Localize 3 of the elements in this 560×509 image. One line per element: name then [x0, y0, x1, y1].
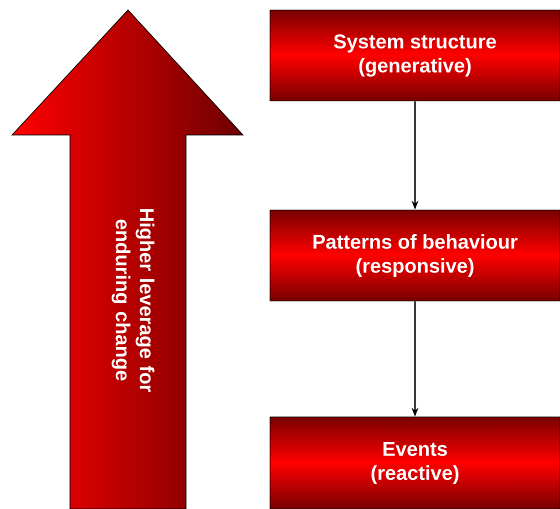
process-box: Patterns of behaviour (responsive) — [270, 210, 560, 302]
process-box: Events (reactive) — [270, 416, 560, 509]
process-box: System structure (generative) — [270, 10, 560, 102]
